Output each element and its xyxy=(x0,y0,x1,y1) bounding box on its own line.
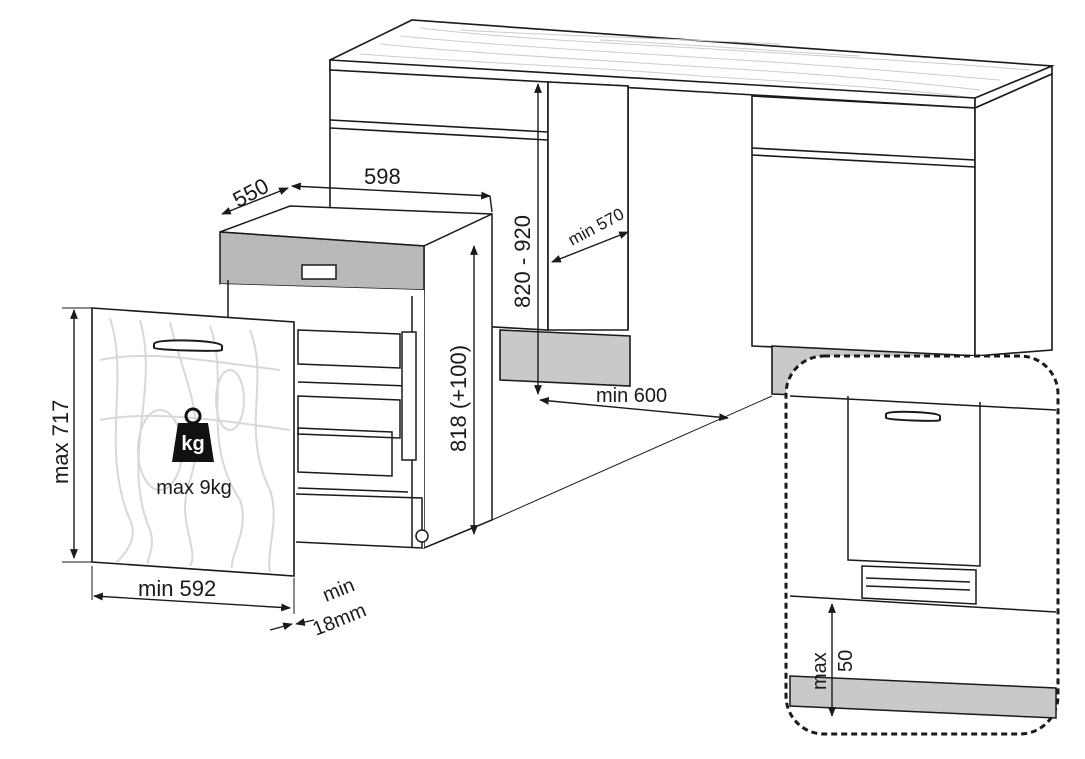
plinth-detail-inset xyxy=(784,354,1060,736)
appliance-height-label: 818 (+100) xyxy=(446,345,471,452)
panel-thickness-label-line2: 18mm xyxy=(310,599,370,640)
decor-panel: kg max 9kg xyxy=(91,307,295,577)
panel-max-height-label: max 717 xyxy=(48,400,73,484)
depth-label: 550 xyxy=(229,173,273,212)
plinth-max-label: max xyxy=(809,652,831,690)
door-hinge xyxy=(401,331,429,543)
display xyxy=(301,264,337,280)
width-label: 598 xyxy=(364,164,401,189)
dimension-lines xyxy=(62,83,836,717)
door-handle xyxy=(153,339,223,352)
max-weight-label: max 9kg xyxy=(156,477,232,499)
countertop xyxy=(329,19,1055,110)
right-cabinet xyxy=(751,72,1053,403)
min-gap-label: min 600 xyxy=(596,385,667,407)
weight-icon: kg xyxy=(172,407,214,462)
cabinet-height-label: 820 - 920 xyxy=(510,215,535,308)
panel-thickness-label-line1: min xyxy=(320,574,358,606)
plinth-value-label: 50 xyxy=(835,650,857,672)
weight-icon-text: kg xyxy=(181,433,204,455)
panel-min-width-label: min 592 xyxy=(138,576,216,601)
